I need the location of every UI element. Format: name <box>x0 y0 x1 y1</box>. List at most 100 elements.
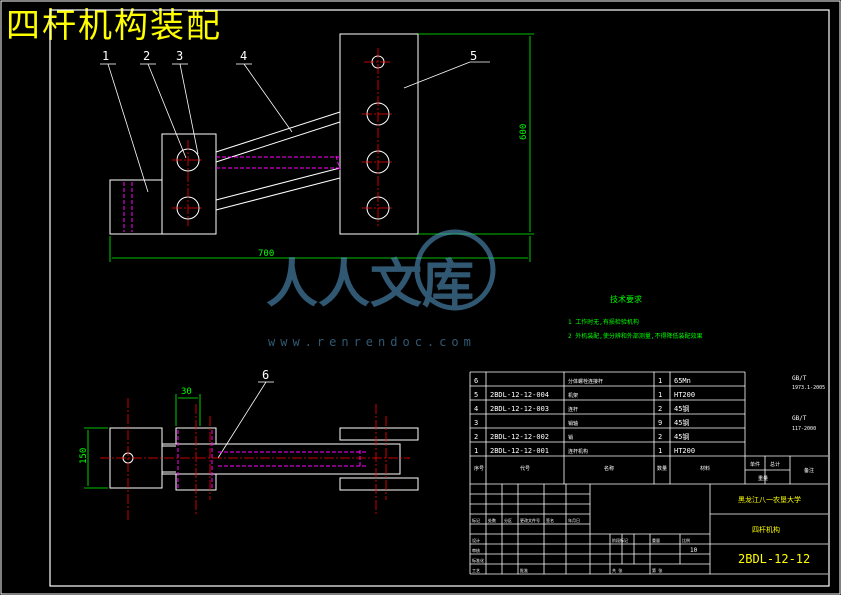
bom-cell-material: HT200 <box>674 447 695 455</box>
left-block <box>109 179 163 235</box>
bom-std: 1973.1-2005 <box>792 385 825 391</box>
balloon-4: 4 <box>240 49 247 63</box>
inner-frame <box>49 9 830 587</box>
watermark-brand: 人人文库 <box>266 255 474 315</box>
title-block-scale: 10 <box>690 547 698 554</box>
link-bar-top-inner <box>215 121 341 163</box>
bom-std: 117-2000 <box>792 426 816 432</box>
top-link-body <box>161 443 401 475</box>
bom-cell-qty: 2 <box>658 433 662 441</box>
dimensions-top <box>84 394 201 489</box>
leader <box>107 63 149 193</box>
title-block-label: 分区 <box>504 517 512 523</box>
title-block-label: 年月日 <box>568 517 580 523</box>
bom-header-weight: 重量 <box>758 475 768 482</box>
bom-header-unit: 单件 <box>750 461 760 468</box>
link-bar-top <box>215 111 341 153</box>
notes-line-1: 1 工作时无,有损检验机构 <box>568 318 639 326</box>
title-block-label: 工艺 <box>472 568 480 573</box>
bom-cell-qty: 2 <box>658 405 662 413</box>
watermark-url: www.renrendoc.com <box>268 335 476 349</box>
title-block-labels: 标记处数分区更改文件号签名年月日设计标准化阶段标记重量比例审核工艺批准共 张第 … <box>472 517 690 573</box>
dim-left-height: 150 <box>79 448 89 464</box>
dim-vertical: 600 <box>519 124 529 140</box>
bom-cell-material: 65Mn <box>674 377 691 385</box>
top-frame-plate <box>339 427 419 441</box>
bom-header-name: 名称 <box>604 465 614 472</box>
bom-cell-code: 2BDL-12-12-001 <box>490 447 549 455</box>
bom-cell-name: 分体螺栓连接杆 <box>568 378 603 385</box>
leaders <box>100 61 490 459</box>
title-block-label: 第 张 <box>652 567 662 573</box>
notes-heading: 技术要求 <box>610 294 642 304</box>
link-bar-bottom <box>215 167 341 201</box>
title-block-label: 批准 <box>520 567 528 573</box>
top-frame-plate <box>339 477 419 491</box>
bom-cell-qty: 9 <box>658 419 662 427</box>
title-block-label: 重量 <box>652 537 660 543</box>
bom-cell-code: 2BDL-12-12-002 <box>490 433 549 441</box>
bom-cell-name: 销轴 <box>568 420 578 427</box>
drawing-title: 四杆机构装配 <box>6 6 222 46</box>
bom-header-material: 材料 <box>700 465 710 472</box>
bom-cell-material: 45钢 <box>674 432 689 441</box>
bom-cell-code: 2BDL-12-12-004 <box>490 391 549 399</box>
watermark-ring <box>414 229 496 311</box>
leader <box>217 381 267 459</box>
bom-header-code: 代号 <box>520 465 530 472</box>
bom-cell-qty: 1 <box>658 377 662 385</box>
balloon-5: 5 <box>470 49 477 63</box>
bom-header-remark: 备注 <box>804 467 814 474</box>
title-block-grid <box>470 484 828 575</box>
top-centerlines <box>100 398 410 522</box>
bom-header-total: 总计 <box>770 461 780 468</box>
balloon-1: 1 <box>102 49 109 63</box>
front-view <box>109 33 419 235</box>
hidden-lines <box>123 155 341 232</box>
title-block-label: 比例 <box>682 537 690 543</box>
balloon-2: 2 <box>143 49 150 63</box>
leader <box>403 61 471 89</box>
bom-table-grid <box>469 371 828 574</box>
top-view <box>109 427 419 491</box>
frame-plate <box>339 33 419 235</box>
watermark: 人人文库 www.renrendoc.com <box>266 229 496 349</box>
bom-cell-qty: 1 <box>658 447 662 455</box>
bom-cell-name: 连杆机构 <box>568 448 588 455</box>
title-block-label: 审核 <box>472 547 480 553</box>
bom-cell-no: 1 <box>474 447 478 455</box>
bom-header-qty: 数量 <box>657 465 667 472</box>
leader <box>179 63 199 155</box>
title-block-label: 更改文件号 <box>520 517 540 523</box>
notes-line-2: 2 外机装配,使分辨和外部测量,不得降低装配效果 <box>568 332 702 340</box>
bom-cell-no: 2 <box>474 433 478 441</box>
bom-cell-no: 6 <box>474 377 478 385</box>
bom-cell-name: 机架 <box>568 392 578 399</box>
title-block-name: 四杆机构 <box>752 525 780 534</box>
title-block-label: 标准化 <box>472 557 484 563</box>
bom-cell-name: 销 <box>568 434 573 441</box>
hidden-line <box>335 155 341 171</box>
link-block <box>161 133 217 235</box>
leader <box>243 63 293 133</box>
dim-small-top: 30 <box>181 387 192 397</box>
bom-cell-material: 45钢 <box>674 418 689 427</box>
dimensions-front <box>109 33 534 262</box>
bom-cell-no: 4 <box>474 405 478 413</box>
bom-cell-no: 3 <box>474 419 478 427</box>
link-bar-bottom-inner <box>215 177 341 211</box>
balloon-3: 3 <box>176 49 183 63</box>
bom-cell-code: 2BDL-12-12-003 <box>490 405 549 413</box>
title-block-drawing-no: 2BDL-12-12 <box>738 552 810 566</box>
bom-cell-material: HT200 <box>674 391 695 399</box>
centerlines <box>172 48 394 226</box>
balloon-6: 6 <box>262 368 269 382</box>
top-hidden-lines <box>177 430 366 488</box>
bom-cell-name: 连杆 <box>568 406 578 413</box>
bom-cell-no: 5 <box>474 391 478 399</box>
title-block-school: 黑龙江八一农垦大学 <box>738 495 801 504</box>
